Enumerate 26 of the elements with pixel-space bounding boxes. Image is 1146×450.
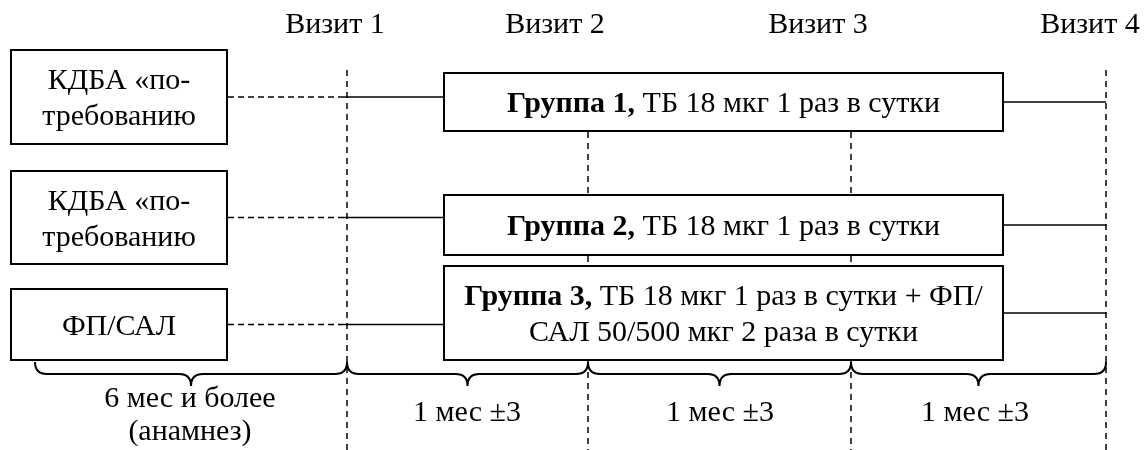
group-box	[443, 72, 1004, 132]
therapy-box	[10, 49, 228, 145]
duration-label: 1 мес ±3	[921, 394, 1029, 427]
connector-line	[227, 323, 444, 326]
connector-line	[227, 216, 444, 219]
visit-label: Визит 4	[1040, 6, 1140, 39]
connector-line	[227, 96, 444, 98]
therapy-box	[10, 288, 228, 361]
visit-label: Визит 2	[505, 6, 605, 39]
group-box	[443, 194, 1004, 256]
connector-line	[1003, 101, 1107, 103]
box-text: Группа 3, ТБ 18 мкг 1 раз в сутки + ФП/САЛ 50/500 мкг 2 раза в сутки	[463, 277, 984, 349]
duration-label: 1 мес ±3	[666, 394, 774, 427]
box-text: Группа 2, ТБ 18 мкг 1 раз в сутки	[507, 207, 940, 243]
duration-label: 1 мес ±3	[413, 394, 521, 427]
visit-label: Визит 3	[768, 6, 868, 39]
group-box	[443, 265, 1004, 361]
duration-label: 6 мес и более (анамнез)	[103, 380, 277, 446]
therapy-box	[10, 170, 228, 265]
connector-line	[1003, 312, 1107, 314]
visit-label: Визит 1	[285, 6, 385, 39]
box-text: Группа 1, ТБ 18 мкг 1 раз в сутки	[507, 84, 940, 120]
box-text: КДБА «по- требованию	[41, 181, 197, 254]
box-text: КДБА «по- требованию	[41, 61, 197, 133]
connector-line	[1003, 224, 1107, 226]
box-text: ФП/САЛ	[61, 306, 177, 343]
